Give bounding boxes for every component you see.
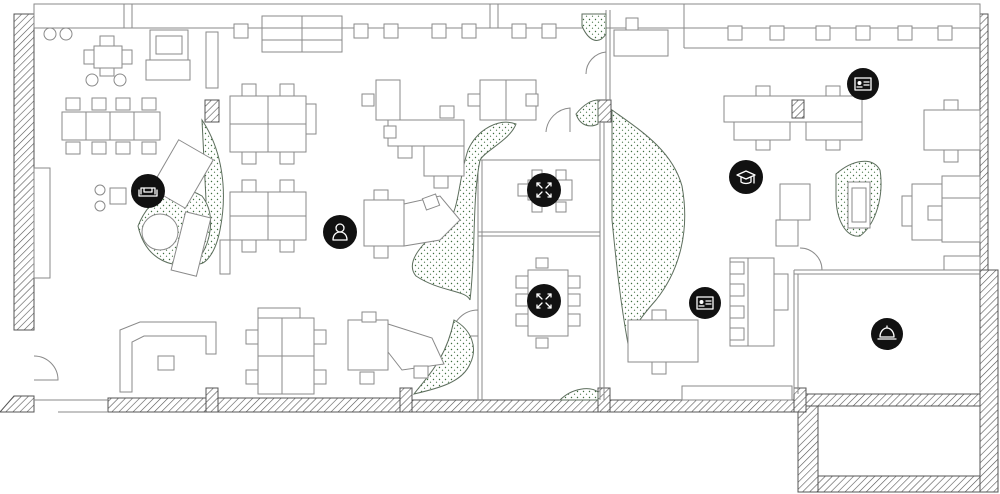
exterior-walls (0, 3, 999, 493)
furniture-layout (33, 3, 981, 401)
service-bell-icon (871, 318, 903, 350)
meeting-collab-icon (527, 284, 561, 318)
lounge-sofa-icon (131, 174, 165, 208)
id-card-icon (689, 287, 721, 319)
meeting-collab-icon (527, 173, 561, 207)
person-icon (323, 215, 357, 249)
interior-partitions (33, 4, 980, 400)
id-card-icon (847, 68, 879, 100)
graduation-cap-icon (729, 160, 763, 194)
